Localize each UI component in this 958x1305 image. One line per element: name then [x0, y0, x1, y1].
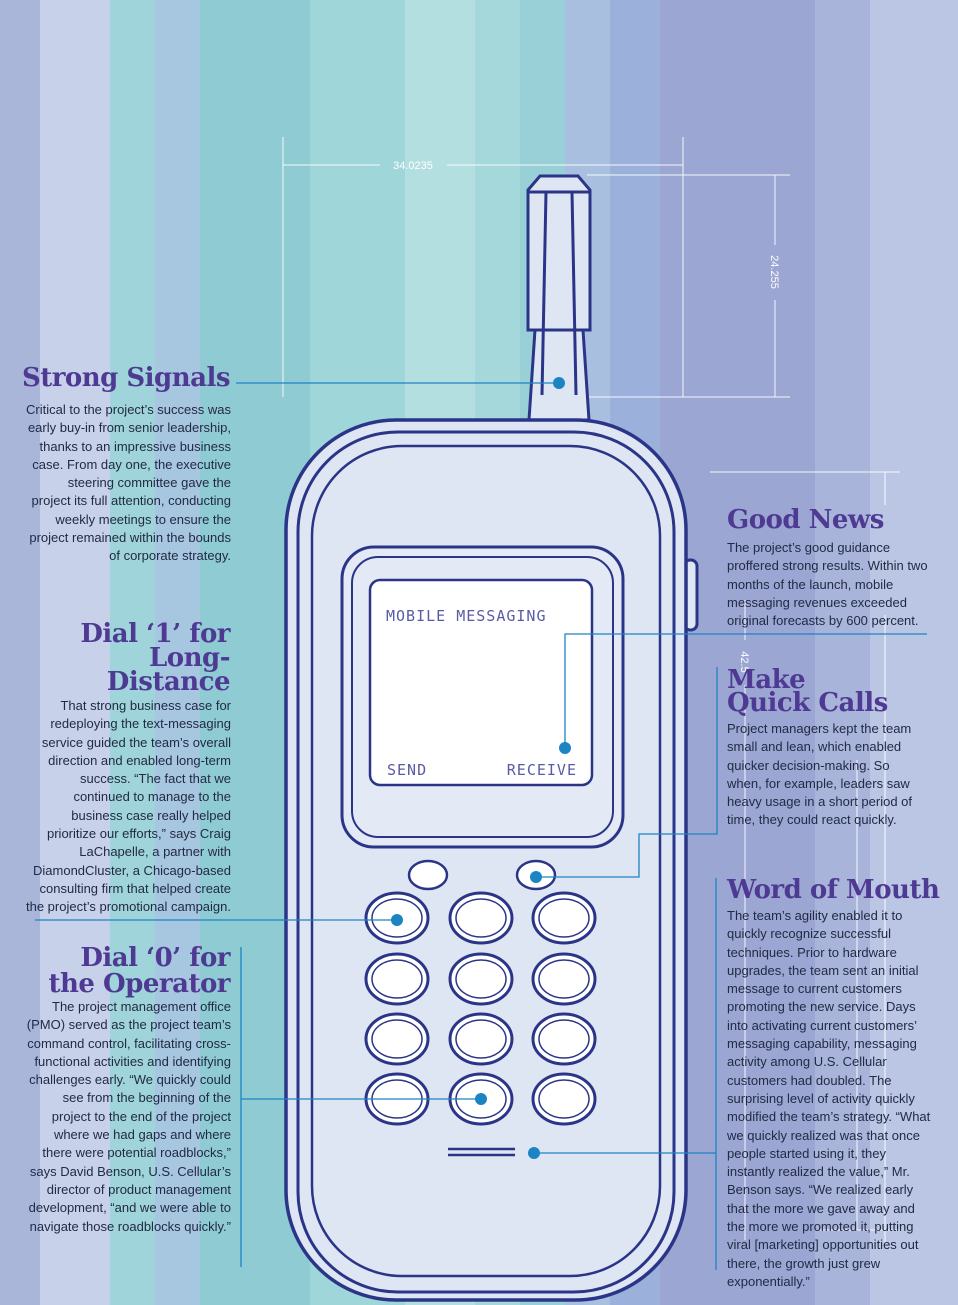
screen-softkey-send: SEND	[387, 761, 427, 779]
heading-dial-1-line1: Dial ‘1’ for	[80, 619, 230, 649]
heading-dial-1-line3: Distance	[106, 667, 231, 697]
body-good-news: The project’s good guidance proffered st…	[727, 540, 928, 629]
heading-dial-0-line2: the Operator	[48, 969, 231, 999]
phone-screen	[340, 545, 625, 849]
dimension-label-antenna: 24.255	[768, 255, 780, 289]
speaker-slot	[448, 1147, 515, 1157]
heading-strong-signals: Strong Signals	[21, 363, 231, 393]
heading-dial-0: Dial ‘0’ for the Operator	[48, 943, 231, 999]
dimension-label-width: 34.0235	[393, 160, 433, 172]
callout-dots	[391, 377, 571, 1159]
heading-dial-0-line1: Dial ‘0’ for	[80, 943, 230, 973]
body-quick-calls: Project managers kept the team small and…	[727, 721, 913, 828]
dimension-label-side: 42.5	[738, 651, 750, 672]
body-word-of-mouth: The team’s agility enabled it to quickly…	[727, 908, 931, 1289]
callout-lines	[35, 382, 927, 1270]
dimension-lines	[282, 137, 900, 1245]
antenna	[521, 174, 597, 430]
body-dial-1: That strong business case for redeployin…	[26, 698, 231, 915]
body-dial-0: The project management office (PMO) serv…	[26, 999, 231, 1234]
heading-quick-calls-line2: Quick Calls	[727, 688, 888, 718]
heading-dial-1: Dial ‘1’ for Long- Distance	[80, 619, 231, 697]
screen-softkey-receive: RECEIVE	[507, 761, 577, 779]
heading-good-news: Good News	[727, 505, 884, 535]
heading-quick-calls-line1: Make	[727, 665, 806, 695]
body-strong-signals: Critical to the project’s success was ea…	[26, 402, 231, 564]
screen-title: MOBILE MESSAGING	[386, 607, 547, 625]
heading-word-of-mouth: Word of Mouth	[727, 875, 940, 905]
heading-quick-calls: Make Quick Calls	[727, 667, 888, 718]
keypad	[364, 859, 597, 1126]
heading-dial-1-line2: Long-	[149, 643, 231, 673]
